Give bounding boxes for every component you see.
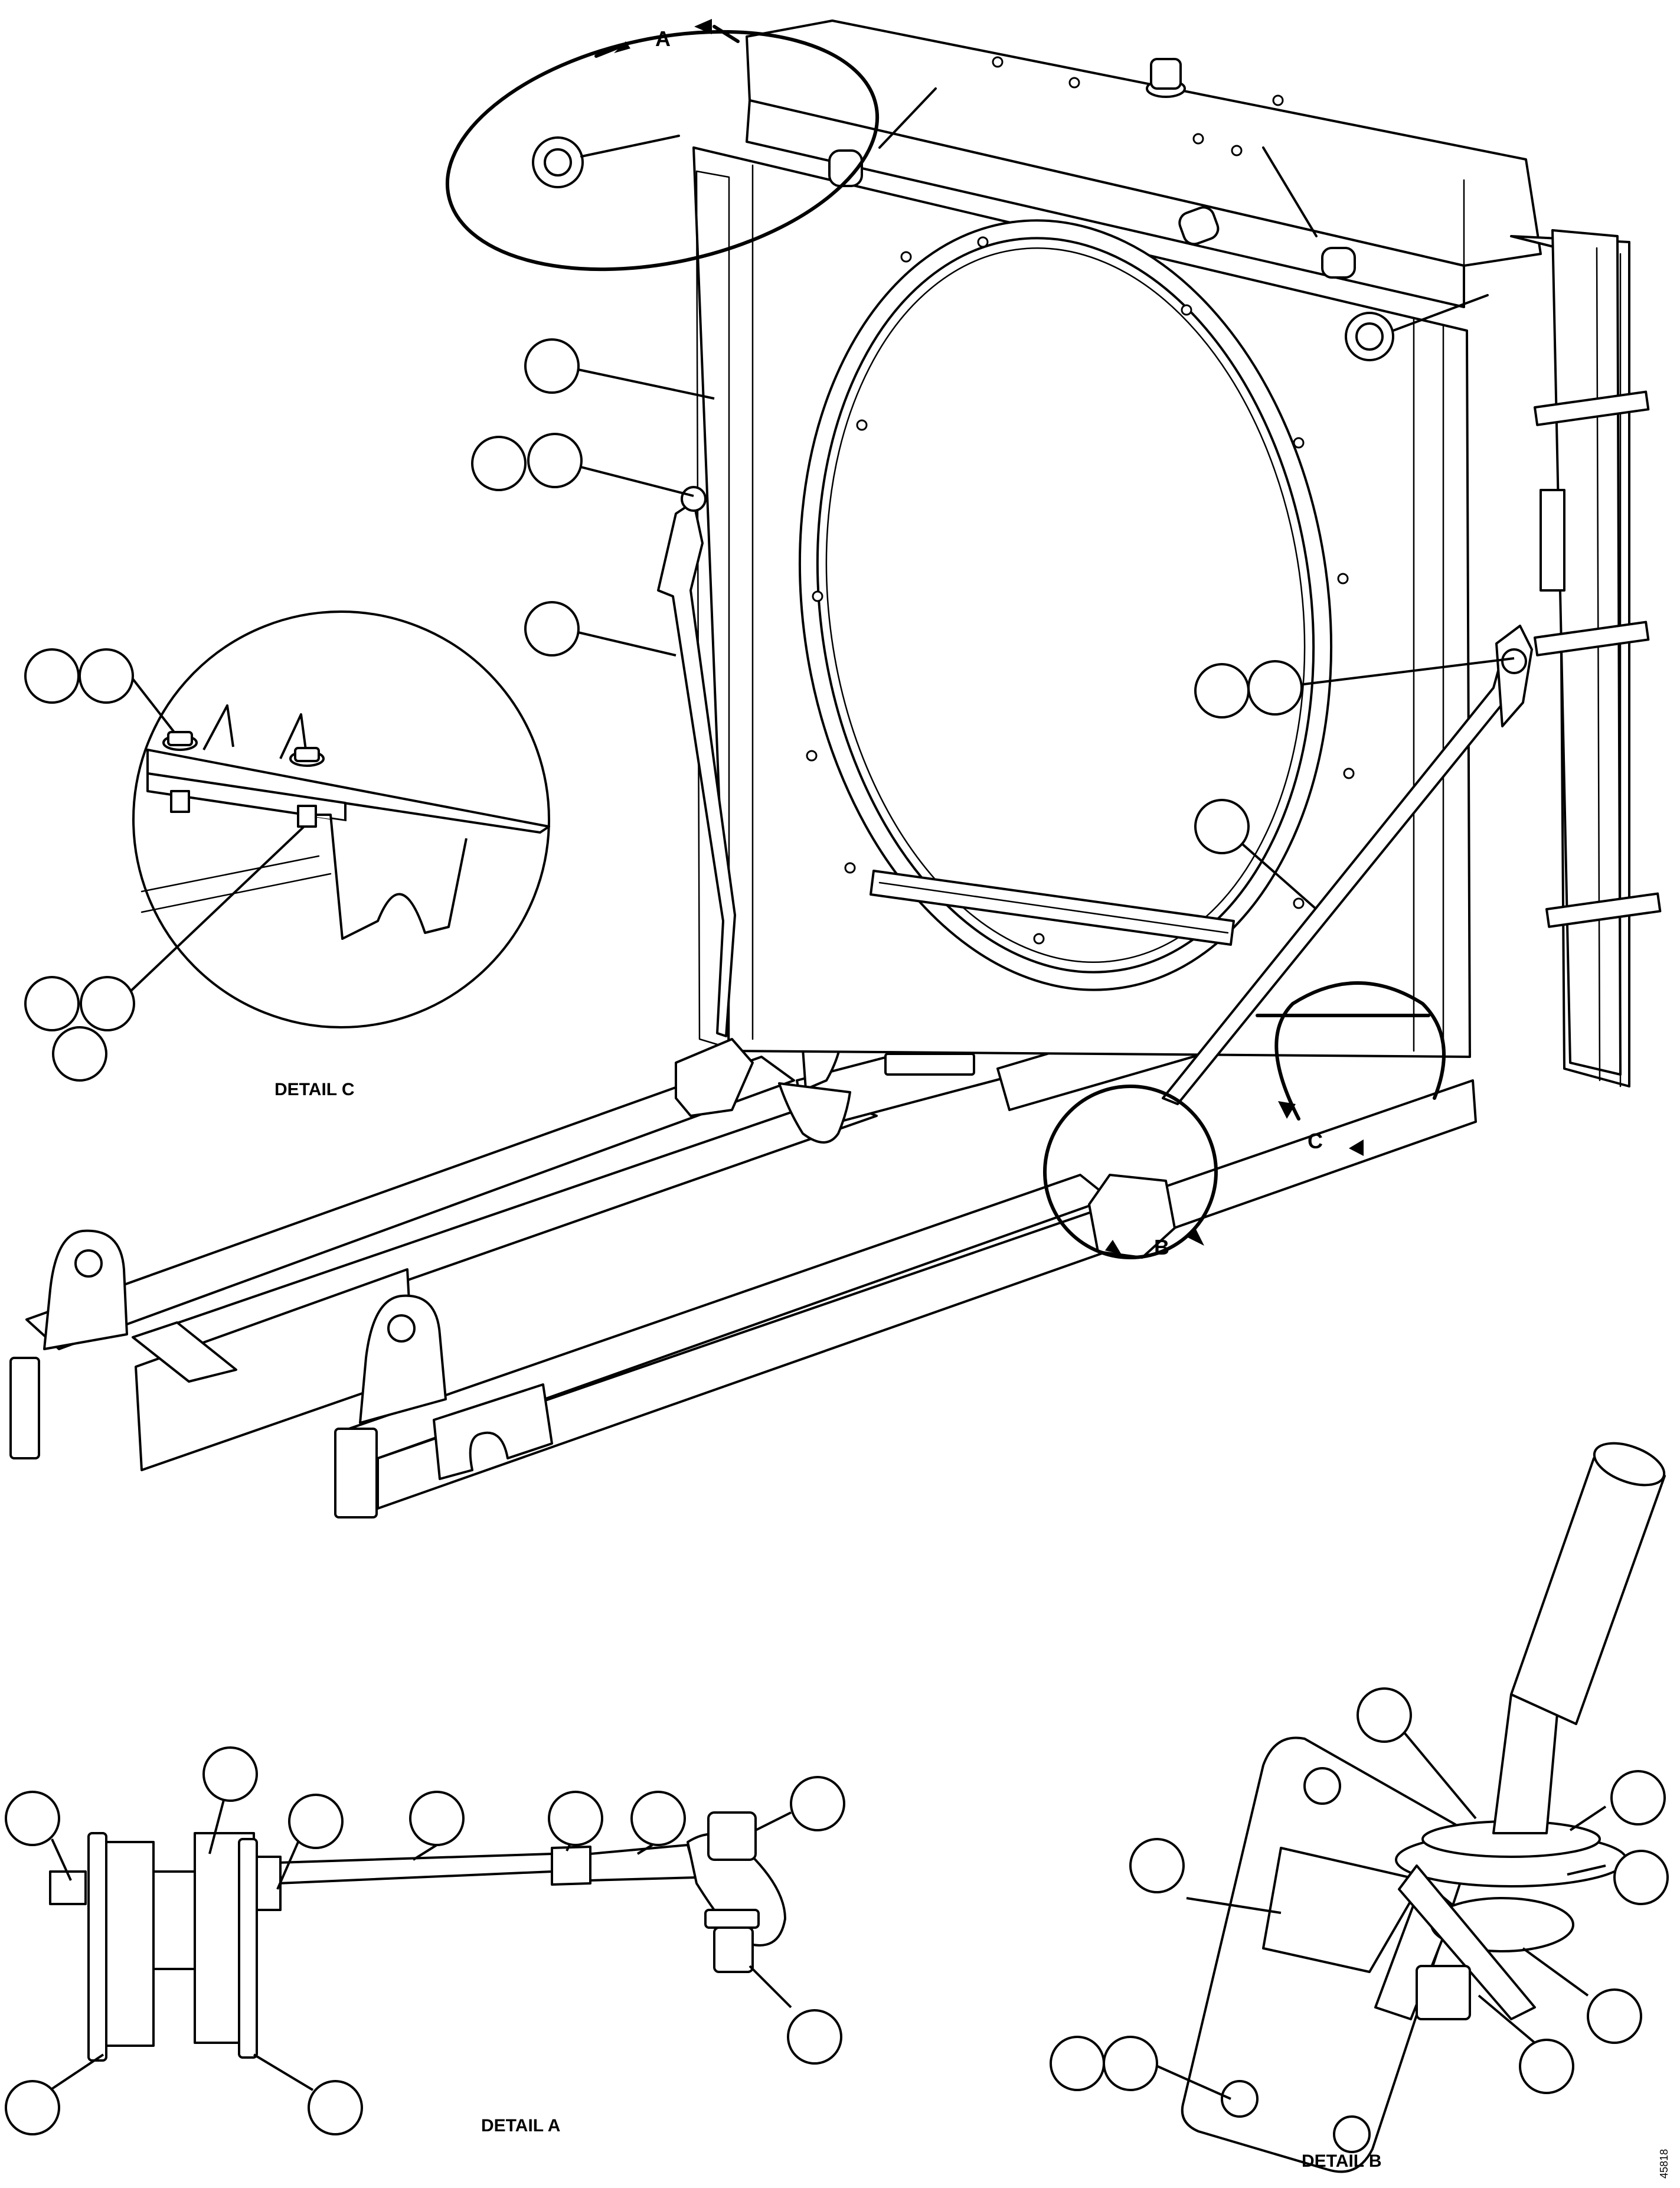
callout-bubble (5, 2080, 60, 2135)
detail-a-callout: A (445, 19, 880, 272)
detail-b-view: DETAIL B (1050, 1442, 1669, 2173)
callout-bubble (1194, 799, 1250, 854)
callout-bubble (787, 2009, 842, 2065)
callout-bubble (630, 1791, 686, 1846)
callout-bubble (524, 601, 580, 657)
main-assembly-view: A B C (9, 19, 1662, 1518)
callout-bubble (202, 1746, 258, 1802)
callout-bubble (527, 433, 583, 488)
callout-bubble (1194, 663, 1250, 719)
skid-base (9, 1056, 1477, 1518)
callout-bubble (409, 1791, 465, 1846)
callout-bubble (1613, 1850, 1669, 1905)
callout-bubble (1587, 1988, 1642, 2044)
callout-letter-a: A (655, 27, 671, 51)
fan-shroud-ring (799, 219, 1355, 991)
detail-a-view: DETAIL A (5, 1746, 845, 2135)
callout-bubble (24, 648, 80, 704)
callout-bubble (79, 648, 134, 704)
callout-bubble (1050, 2036, 1105, 2091)
callout-bubble (24, 976, 80, 1031)
callout-bubble (524, 338, 580, 394)
callout-letter-b: B (1154, 1235, 1169, 1259)
main-callouts (471, 338, 1515, 910)
detail-a-label: DETAIL A (481, 2116, 560, 2135)
detail-c-callout: C (1256, 981, 1446, 1156)
callout-bubble (80, 976, 135, 1031)
detail-b-label: DETAIL B (1302, 2151, 1382, 2171)
callout-bubble (52, 1026, 107, 1082)
detail-b-callout: B (1043, 1085, 1218, 1259)
callout-bubble (548, 1791, 603, 1846)
callout-bubble (288, 1794, 344, 1849)
support-stays (657, 486, 1533, 1259)
callout-bubble (1103, 2036, 1158, 2091)
callout-bubble (308, 2080, 363, 2135)
callout-bubble (1610, 1770, 1666, 1825)
callout-letter-c: C (1308, 1129, 1323, 1153)
detail-c-view: DETAIL C (24, 610, 550, 1099)
callout-bubble (790, 1776, 845, 1831)
callout-bubble (5, 1791, 60, 1846)
callout-bubble (1357, 1687, 1412, 1743)
detail-c-label: DETAIL C (274, 1080, 355, 1099)
top-fittings (828, 56, 1489, 361)
callout-bubble (1247, 660, 1303, 716)
callout-bubble (471, 436, 527, 491)
callout-bubble (1519, 2039, 1574, 2094)
figure-id: 45818 (1658, 2149, 1670, 2179)
callout-bubble (1129, 1838, 1185, 1893)
